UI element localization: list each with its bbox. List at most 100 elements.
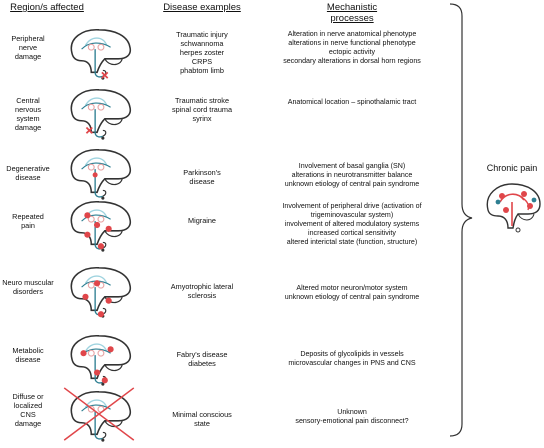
nucleus-left [87, 103, 95, 111]
lesion-dot-icon [82, 293, 89, 300]
lesion-dot-icon [499, 193, 505, 199]
region-line: Degenerative [6, 164, 50, 173]
region-line: disorders [12, 287, 43, 296]
mechanism-item: increased cortical sensitivity [308, 229, 396, 237]
cross-mark-icon [85, 126, 93, 134]
disease-item: Fabry's disease [176, 350, 228, 359]
ganglion-dot [101, 136, 105, 140]
header-disease: Disease examples [163, 2, 241, 13]
pain-loop [519, 195, 530, 211]
cerebellum [104, 118, 123, 126]
lesion-dot-icon [105, 297, 112, 304]
nucleus-left [87, 163, 95, 171]
region-line: disease [15, 173, 41, 182]
mechanism-list: Alteration in nerve anatomical phenotype… [264, 30, 440, 66]
nucleus-right [97, 43, 105, 51]
lesion-dot-icon [93, 221, 101, 229]
spinal-pathway [94, 109, 104, 138]
nucleus-left [87, 349, 95, 357]
disease-item: syrinx [192, 114, 212, 123]
pathway-light [84, 37, 108, 46]
mechanism-item: trigeminovascular system) [310, 211, 394, 219]
lesion-dot-icon [97, 243, 105, 250]
disease-item: schwannoma [180, 39, 224, 48]
brain-outline [70, 201, 132, 246]
lesion-dot-icon [93, 369, 101, 376]
dorsal-root [102, 129, 107, 137]
mechanism-item: Involvement of peripheral drive (activat… [282, 202, 422, 210]
region-line: system [16, 114, 40, 123]
nucleus-left [87, 43, 95, 51]
brain-sagittal-icon [63, 387, 135, 442]
mechanism-item: secondary alterations in dorsal horn reg… [283, 57, 421, 65]
cerebellum [104, 58, 123, 66]
disease-item: disease [189, 177, 215, 186]
region-line: nerve [18, 43, 38, 52]
nucleus-right [97, 163, 105, 171]
header-region: Region/s affected [10, 2, 84, 13]
mechanism-item: altered interictal state (function, stru… [286, 238, 418, 246]
pathway-light [84, 343, 108, 352]
mechanism-item: involvement of altered modulatory system… [284, 220, 420, 228]
cerebellum [104, 420, 123, 428]
brain-sagittal-icon [70, 29, 132, 80]
header-mechanism-line-1: Mechanistic [326, 2, 378, 13]
lesion-dot-icon [93, 280, 101, 287]
region-line: pain [21, 221, 35, 230]
dorsal-root [102, 241, 107, 249]
dark-node [495, 199, 501, 205]
disease-item: herpes zoster [179, 48, 225, 57]
region-line: Peripheral [11, 34, 45, 43]
disease-item: Minimal conscious [172, 410, 232, 419]
mechanism-item: ectopic activity [328, 48, 376, 56]
disease-item: diabetes [188, 359, 216, 368]
region-line: damage [14, 419, 42, 428]
disease-examples: Migraine [148, 216, 256, 225]
spinal-pathway [94, 355, 104, 384]
lesion-dot-icon [107, 346, 114, 353]
region-line: Central [16, 96, 40, 105]
cerebellum [104, 364, 123, 372]
dorsal-root [102, 431, 107, 439]
lesion-dot-icon [105, 225, 112, 232]
nucleus-right [97, 215, 105, 223]
mechanism-item: unknown etiology of central pain syndrom… [284, 180, 420, 188]
lesion-dot-icon [97, 311, 105, 318]
mechanism-item: Involvement of basal ganglia (SN) [298, 162, 406, 170]
spinal-pathway [94, 169, 104, 198]
nucleus-left [87, 281, 95, 289]
cerebellum [104, 178, 123, 186]
cross-mark-icon [63, 387, 135, 441]
mechanism-item: Altered motor neuron/motor system [296, 284, 408, 292]
spinal-pathway [94, 49, 104, 78]
mechanism-item: microvascular changes in PNS and CNS [288, 359, 416, 367]
chronic-pain-brain-icon [486, 183, 541, 233]
region-line: Repeated [12, 212, 44, 221]
region-line: disease [15, 355, 41, 364]
cerebellum [104, 296, 123, 304]
pathway-light [84, 275, 108, 284]
disease-item: state [194, 419, 210, 428]
nucleus-left [87, 215, 95, 223]
mechanism-item: sensory-emotional pain disconnect? [295, 417, 409, 425]
region-line: localized [13, 401, 43, 410]
mechanism-item: Alteration in nerve anatomical phenotype [287, 30, 417, 38]
ganglion-dot [101, 248, 105, 252]
brain-outline [70, 89, 132, 134]
cerebellum [517, 213, 535, 221]
pathway-light [84, 97, 108, 106]
